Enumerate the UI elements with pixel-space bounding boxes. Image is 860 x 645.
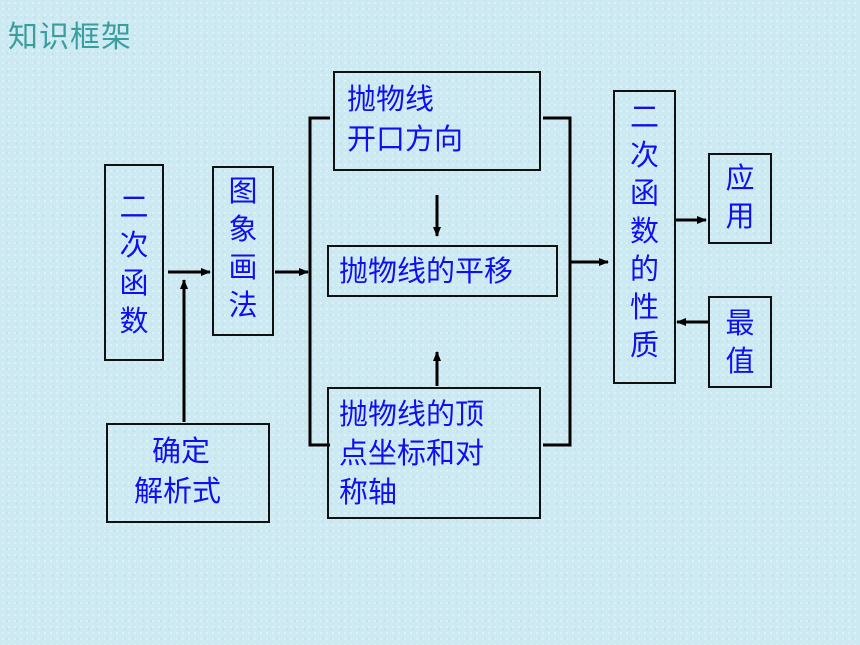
parabola-direction-line1: 抛物线 (347, 82, 435, 116)
application-box: 应用 (708, 153, 772, 244)
properties-box: 二次函数的性质 (613, 90, 676, 384)
left-bracket (308, 116, 330, 447)
extreme-value-label: 最值 (725, 306, 755, 378)
parabola-direction-box: 抛物线 开口方向 (333, 71, 541, 171)
parabola-direction-line2: 开口方向 (347, 122, 464, 156)
parabola-vertex-line3: 称轴 (339, 475, 398, 509)
quadratic-function-box: 二次函数 (104, 164, 164, 361)
graph-method-label: 图象画法 (228, 174, 258, 322)
parabola-vertex-box: 抛物线的顶 点坐标和对 称轴 (327, 387, 541, 519)
properties-label: 二次函数的性质 (629, 100, 659, 362)
parabola-translation-box: 抛物线的平移 (327, 245, 558, 297)
parabola-translation-label: 抛物线的平移 (339, 254, 514, 288)
parabola-vertex-line2: 点坐标和对 (339, 436, 485, 470)
right-bracket (543, 116, 572, 447)
graph-method-box: 图象画法 (212, 166, 274, 336)
page-title: 知识框架 (8, 20, 132, 55)
application-label: 应用 (725, 161, 755, 233)
confirm-formula-box: 确定 解析式 (106, 423, 270, 523)
quadratic-function-label: 二次函数 (119, 190, 149, 338)
confirm-formula-line1: 确定 (152, 434, 211, 468)
parabola-vertex-line1: 抛物线的顶 (339, 397, 485, 431)
extreme-value-box: 最值 (708, 296, 772, 388)
confirm-formula-line2: 解析式 (134, 474, 222, 508)
